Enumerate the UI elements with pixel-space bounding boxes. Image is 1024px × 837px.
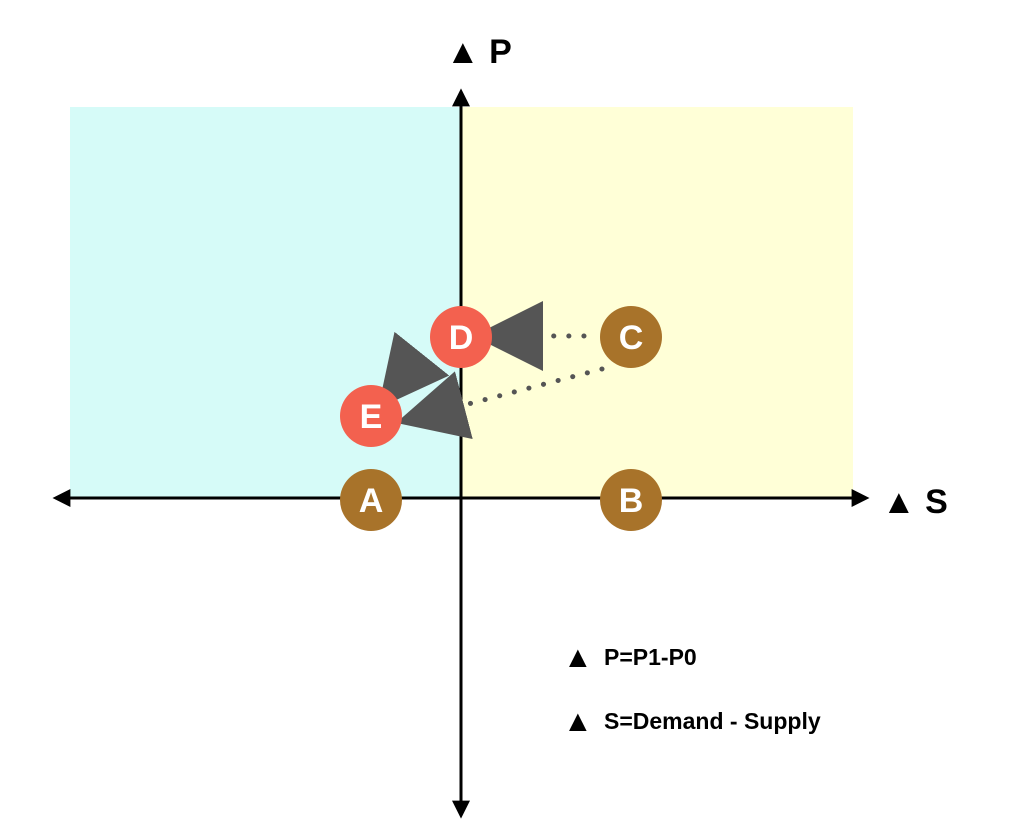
- point-d: D: [430, 306, 492, 368]
- left-quadrant: [70, 107, 461, 498]
- point-circle: [430, 306, 492, 368]
- x-axis-label: ▲ S: [882, 483, 948, 521]
- point-b: B: [600, 469, 662, 531]
- point-circle: [600, 469, 662, 531]
- right-quadrant: [461, 107, 853, 498]
- legend-text-s: S=Demand - Supply: [604, 708, 821, 734]
- point-label: E: [360, 398, 383, 436]
- point-label: D: [449, 319, 474, 357]
- point-circle: [340, 469, 402, 531]
- point-a: A: [340, 469, 402, 531]
- legend-symbol-s: ▲: [563, 705, 593, 738]
- point-label: A: [359, 482, 384, 520]
- point-circle: [340, 385, 402, 447]
- arrow-c-to-e: [396, 366, 605, 440]
- point-label: C: [619, 319, 644, 357]
- point-label: B: [619, 482, 644, 520]
- point-e: E: [340, 385, 402, 447]
- point-circle: [600, 306, 662, 368]
- point-c: C: [600, 306, 662, 368]
- legend-symbol-p: ▲: [563, 641, 593, 674]
- y-axis-label: ▲ P: [446, 33, 512, 71]
- legend-text-p: P=P1-P0: [604, 644, 697, 670]
